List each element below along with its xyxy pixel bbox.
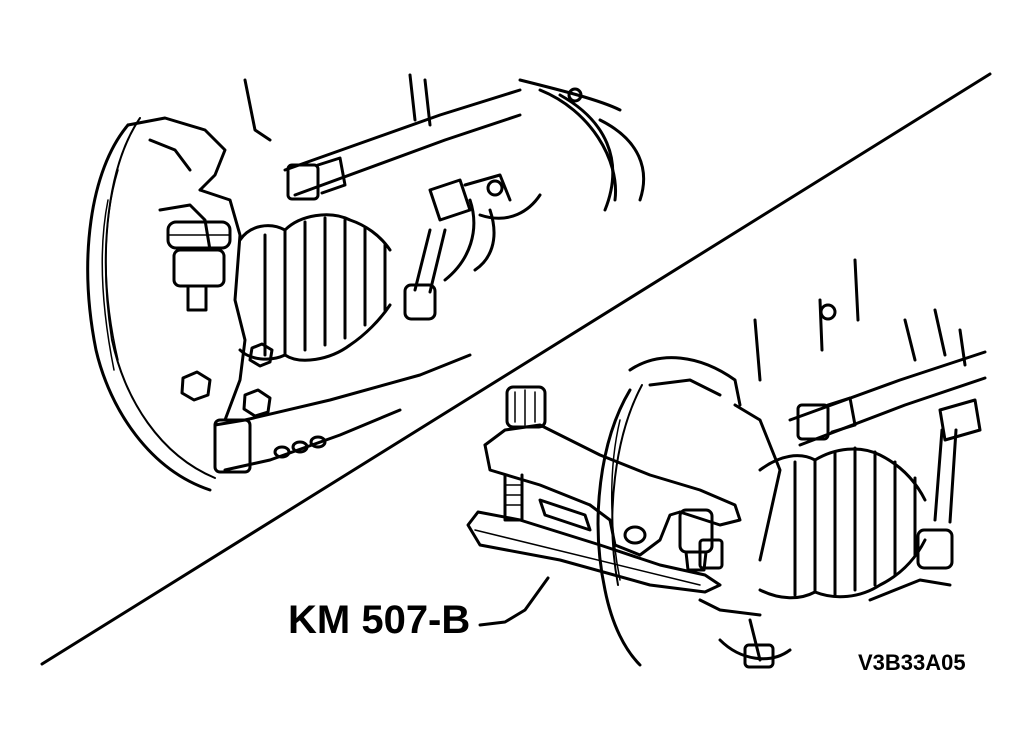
label-leader-line	[478, 576, 550, 627]
figure-code-label: V3B33A05	[858, 650, 966, 675]
suspension-assembly-icon	[86, 73, 646, 492]
lower-suspension-view	[596, 258, 987, 669]
tool-name-label: KM 507-B	[288, 598, 471, 642]
ball-joint-separator-icon	[466, 385, 742, 594]
diagonal-divider	[40, 72, 992, 666]
